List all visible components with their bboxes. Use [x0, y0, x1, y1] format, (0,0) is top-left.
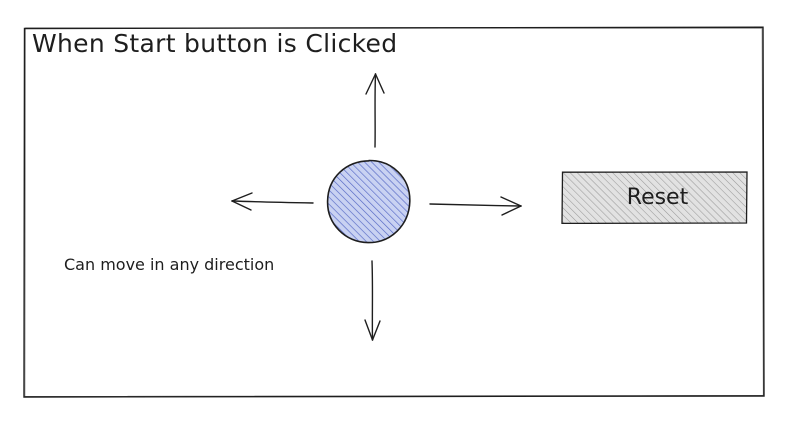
frame-border [23, 26, 765, 398]
frame-border-echo [24, 27, 764, 397]
diagram-frame: When Start button is Clicked Can move in… [23, 26, 765, 398]
reset-button-hatch [561, 171, 748, 224]
ball[interactable] [326, 159, 411, 244]
arrow-right-icon [429, 196, 522, 216]
movement-caption: Can move in any direction [64, 255, 275, 274]
reset-button[interactable]: Reset [561, 171, 748, 224]
arrow-left-icon [231, 192, 314, 211]
diagram-title: When Start button is Clicked [32, 29, 398, 58]
arrow-down-icon [364, 260, 381, 341]
frame-drawing [23, 26, 765, 398]
arrow-up-icon [365, 73, 385, 148]
reset-button-label: Reset [626, 185, 689, 210]
